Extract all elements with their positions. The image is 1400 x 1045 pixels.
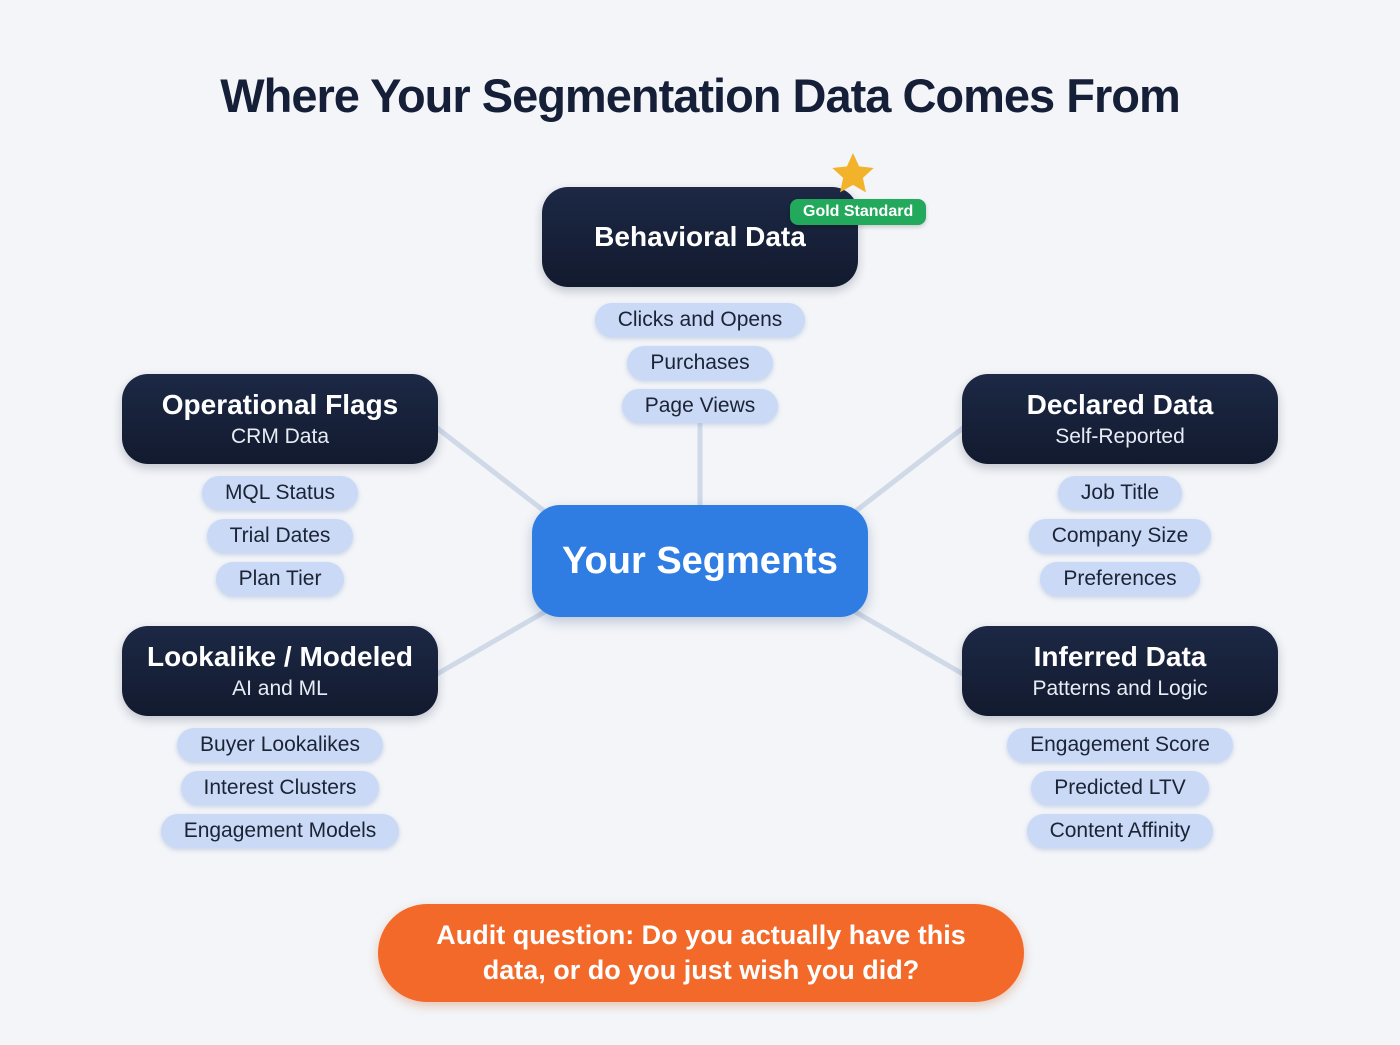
pill: Buyer Lookalikes [177, 728, 383, 762]
pill: Purchases [627, 346, 773, 380]
audit-question-banner: Audit question: Do you actually have thi… [378, 904, 1024, 1002]
pill: Plan Tier [215, 562, 345, 596]
pill: Engagement Models [160, 814, 400, 848]
star-icon [832, 152, 874, 199]
node-operational-flags: Operational Flags CRM Data [122, 374, 438, 464]
pill: Page Views [621, 389, 779, 423]
pill: Engagement Score [1007, 728, 1233, 762]
audit-question-text: Audit question: Do you actually have thi… [436, 919, 966, 985]
pill: Clicks and Opens [594, 303, 806, 337]
pill: MQL Status [201, 476, 359, 510]
node-subtitle: Self-Reported [1055, 424, 1185, 448]
center-node-your-segments: Your Segments [532, 505, 868, 617]
node-subtitle: Patterns and Logic [1032, 676, 1208, 700]
page-title: Where Your Segmentation Data Comes From [220, 69, 1181, 122]
pill-stack-declared: Job Title Company Size Preferences [962, 476, 1278, 596]
pill: Predicted LTV [1031, 771, 1209, 805]
pill-stack-inferred: Engagement Score Predicted LTV Content A… [962, 728, 1278, 848]
node-declared-data: Declared Data Self-Reported [962, 374, 1278, 464]
pill: Content Affinity [1026, 814, 1214, 848]
pill-stack-operational: MQL Status Trial Dates Plan Tier [122, 476, 438, 596]
pill: Trial Dates [206, 519, 354, 553]
node-title: Lookalike / Modeled [146, 641, 414, 673]
node-title: Operational Flags [161, 389, 399, 421]
pill: Company Size [1028, 519, 1212, 553]
node-inferred-data: Inferred Data Patterns and Logic [962, 626, 1278, 716]
node-subtitle: CRM Data [230, 424, 330, 448]
gold-standard-badge: Gold Standard [790, 199, 927, 225]
node-behavioral-data: Behavioral Data [542, 187, 858, 287]
node-title: Inferred Data [1033, 641, 1207, 673]
pill: Job Title [1057, 476, 1183, 510]
node-title: Behavioral Data [594, 220, 806, 252]
pill-stack-behavioral: Clicks and Opens Purchases Page Views [542, 303, 858, 423]
node-title: Declared Data [1026, 389, 1214, 421]
pill: Preferences [1040, 562, 1200, 596]
pill-stack-lookalike: Buyer Lookalikes Interest Clusters Engag… [122, 728, 438, 848]
node-lookalike-modeled: Lookalike / Modeled AI and ML [122, 626, 438, 716]
node-subtitle: AI and ML [232, 676, 328, 700]
pill: Interest Clusters [180, 771, 380, 805]
